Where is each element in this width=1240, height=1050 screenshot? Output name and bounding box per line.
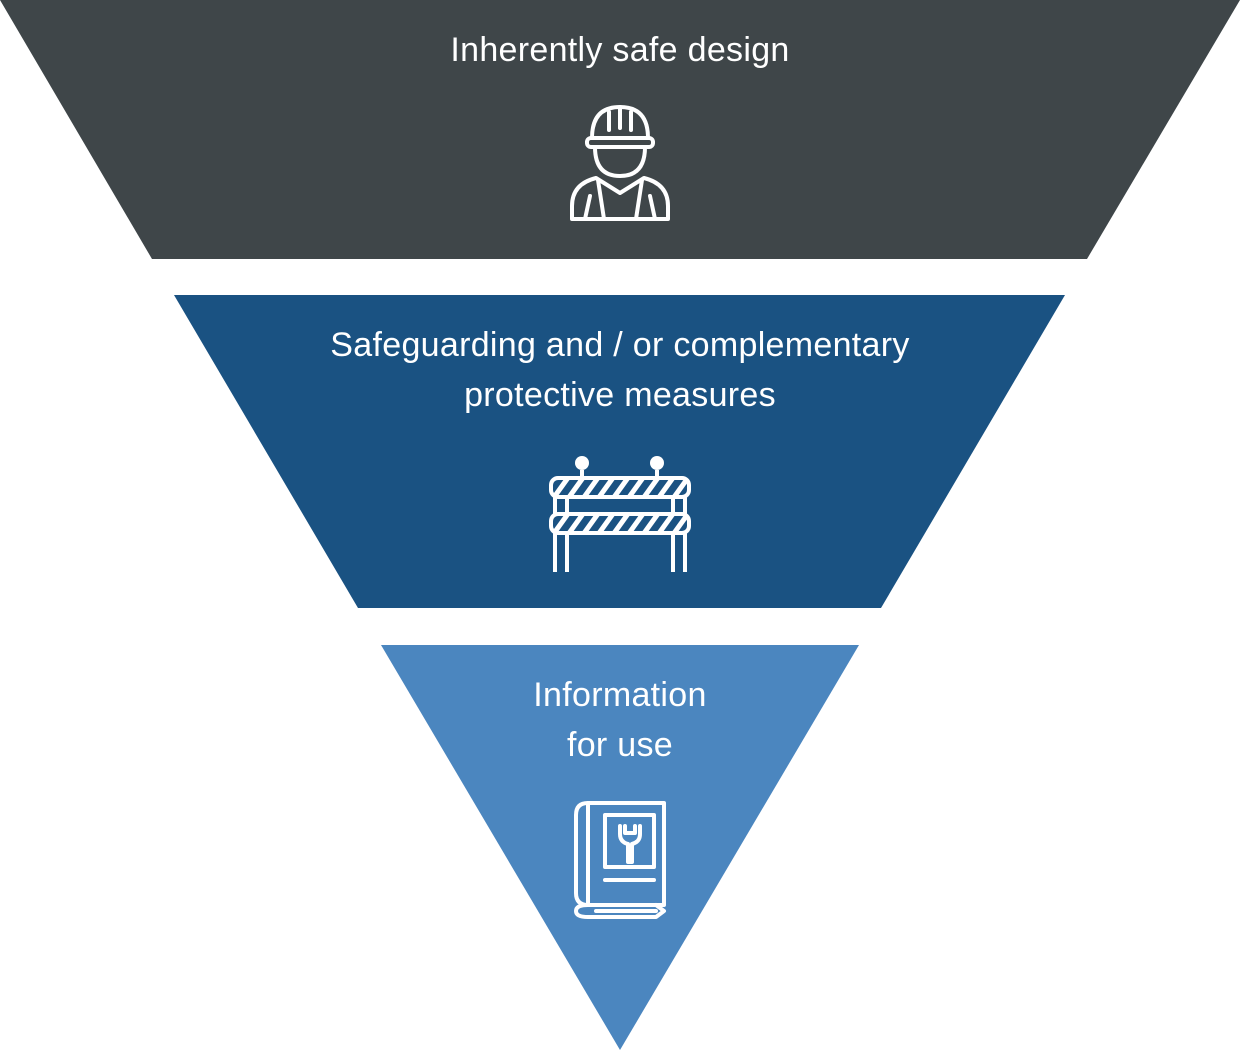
construction-worker-icon bbox=[570, 105, 670, 221]
tier-2-shape bbox=[174, 295, 1065, 608]
tier-3-label: Information for use bbox=[533, 676, 707, 764]
tier-3-shape bbox=[381, 645, 859, 1050]
manual-book-wrench-icon bbox=[574, 801, 666, 919]
safety-barrier-icon bbox=[549, 456, 691, 572]
tier-2-label: Safeguarding and / or complementary prot… bbox=[330, 326, 910, 414]
tier-1-label: Inherently safe design bbox=[450, 31, 790, 69]
